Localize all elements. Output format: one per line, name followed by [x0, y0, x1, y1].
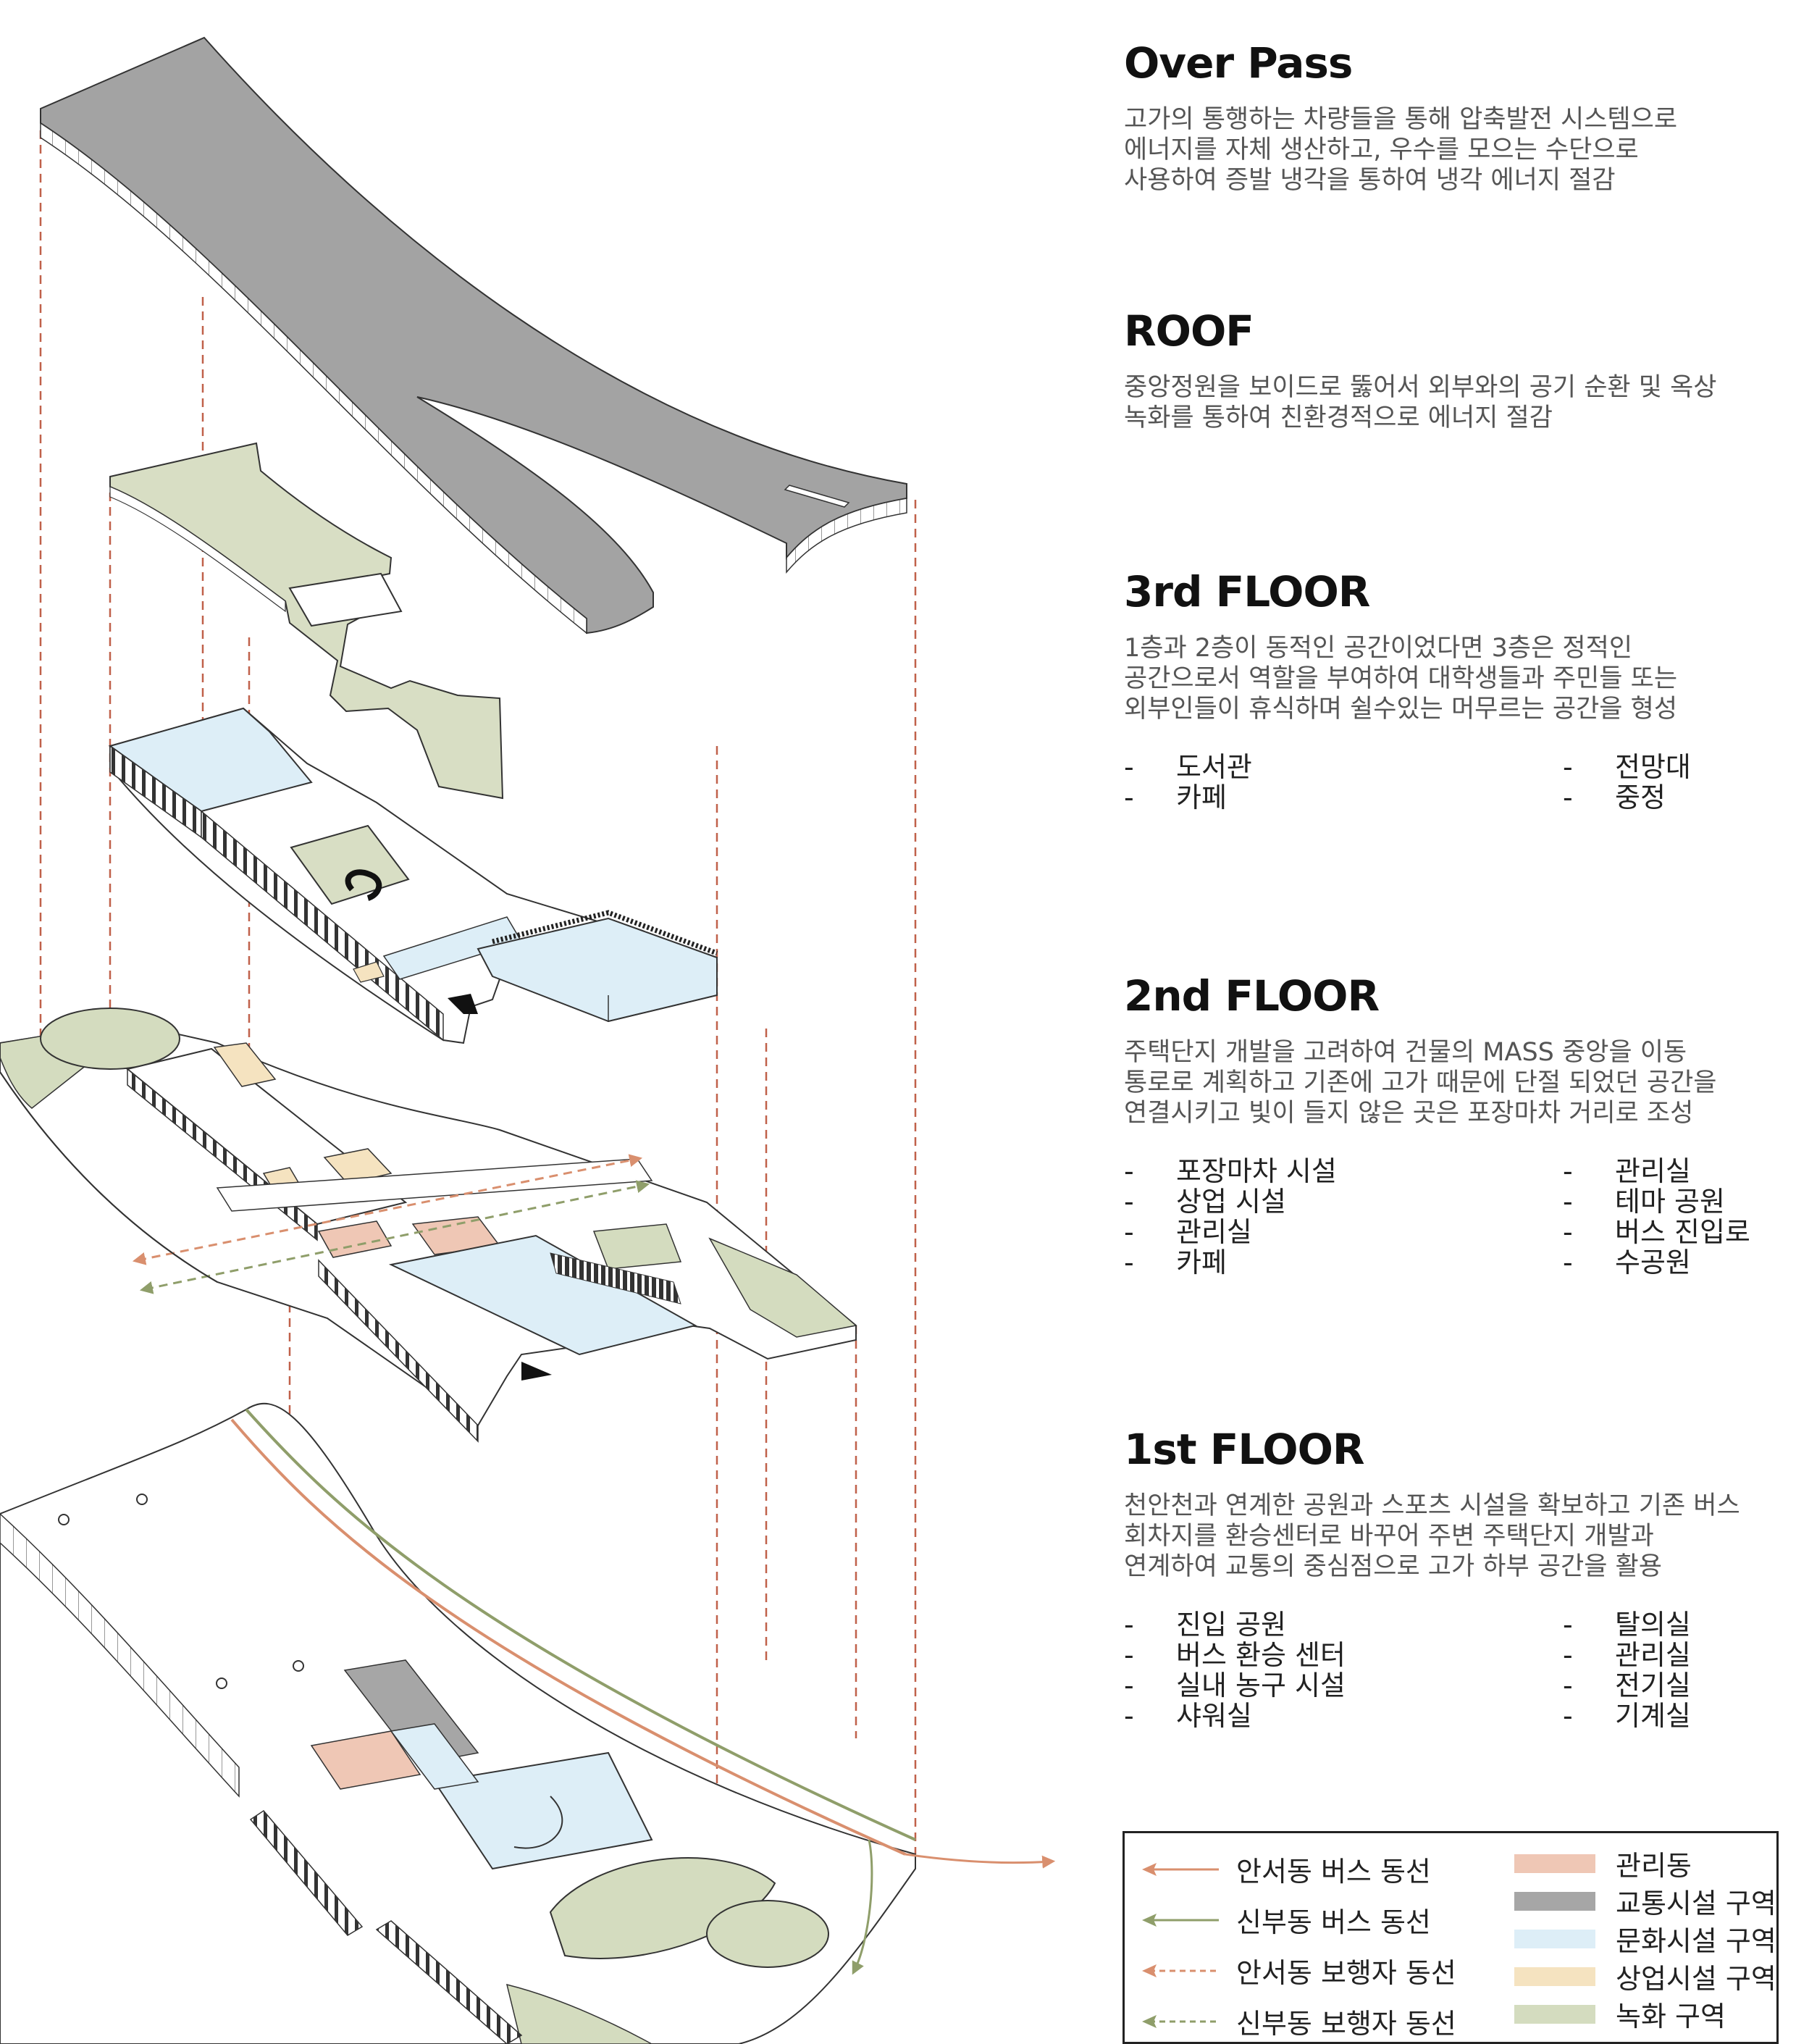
section-description: 천안천과 연계한 공원과 스포츠 시설을 확보하고 기존 버스 회차지를 환승센… — [1124, 1491, 1740, 1581]
legend-item-culture-zone: 문화시설 구역 — [1514, 1919, 1776, 1959]
overpass-layer — [40, 36, 907, 634]
third-floor-layer — [108, 707, 718, 1044]
section-title: 1st FLOOR — [1124, 1425, 1365, 1474]
list-item: -수공원 — [1563, 1247, 1691, 1278]
color-swatch — [1514, 1854, 1595, 1873]
color-swatch — [1514, 1891, 1595, 1911]
dashed-arrow-line-icon — [1142, 1964, 1219, 1977]
section-title: Over Pass — [1124, 38, 1353, 88]
section-title: 3rd FLOOR — [1124, 567, 1370, 616]
section-description: 주택단지 개발을 고려하여 건물의 MASS 중앙을 이동 통로로 계획하고 기… — [1124, 1038, 1717, 1128]
legend-item-commercial-zone: 상업시설 구역 — [1514, 1956, 1776, 1996]
section-description: 고가의 통행하는 차량들을 통해 압축발전 시스템으로 에너지를 자체 생산하고… — [1124, 105, 1678, 195]
section-title: ROOF — [1124, 306, 1254, 356]
solid-arrow-line-icon — [1142, 1862, 1219, 1876]
color-swatch — [1514, 1929, 1595, 1948]
list-item: -관리실 — [1563, 1639, 1691, 1671]
legend-item-sinbu-bus-route: 신부동 버스 동선 — [1141, 1900, 1431, 1940]
list-item: -관리실 — [1124, 1216, 1252, 1248]
solid-arrow-line-icon — [1142, 1913, 1219, 1927]
list-item: -중정 — [1563, 782, 1666, 813]
section-3rd-floor: 3rd FLOOR 1층과 2층이 동적인 공간이었다면 3층은 정적인 공간으… — [1124, 571, 1793, 813]
legend-item-sinbu-pedestrian-route: 신부동 보행자 동선 — [1141, 2001, 1456, 2041]
program-list: -포장마차 시설 -관리실 -상업 시설 -테마 공원 -관리실 -버스 진입로… — [1124, 1156, 1793, 1278]
list-item: -탈의실 — [1563, 1609, 1691, 1641]
legend-item-green-zone: 녹화 구역 — [1514, 1994, 1726, 2034]
color-swatch — [1514, 1966, 1595, 1986]
list-item: -카페 — [1124, 782, 1227, 813]
section-1st-floor: 1st FLOOR 천안천과 연계한 공원과 스포츠 시설을 확보하고 기존 버… — [1124, 1428, 1793, 1731]
legend-item-transport-zone: 교통시설 구역 — [1514, 1881, 1776, 1921]
list-item: -전기실 — [1563, 1670, 1691, 1701]
list-item: -진입 공원 — [1124, 1609, 1286, 1641]
roof-layer — [109, 442, 504, 800]
first-floor-layer — [0, 1402, 1056, 2044]
list-item: -상업 시설 — [1124, 1186, 1286, 1218]
list-item: -기계실 — [1563, 1700, 1691, 1732]
dashed-arrow-line-icon — [1142, 2014, 1219, 2028]
section-description: 중앙정원을 보이드로 뚫어서 외부와의 공기 순환 및 옥상 녹화를 통하여 친… — [1124, 373, 1717, 432]
section-over-pass: Over Pass 고가의 통행하는 차량들을 통해 압축발전 시스템으로 에너… — [1124, 42, 1793, 196]
legend: 안서동 버스 동선 신부동 버스 동선 안서동 보행자 동선 신부동 보행자 동… — [1122, 1831, 1779, 2044]
list-item: -버스 환승 센터 — [1124, 1639, 1346, 1671]
second-floor-layer — [0, 1008, 857, 1443]
section-title: 2nd FLOOR — [1124, 971, 1380, 1021]
list-item: -도서관 — [1124, 751, 1252, 783]
section-roof: ROOF 중앙정원을 보이드로 뚫어서 외부와의 공기 순환 및 옥상 녹화를 … — [1124, 310, 1793, 433]
program-list: -도서관 -전망대 -카페 -중정 — [1124, 752, 1793, 813]
legend-item-anseo-bus-route: 안서동 버스 동선 — [1141, 1849, 1431, 1889]
list-item: -샤워실 — [1124, 1700, 1252, 1732]
section-2nd-floor: 2nd FLOOR 주택단지 개발을 고려하여 건물의 MASS 중앙을 이동 … — [1124, 975, 1793, 1278]
list-item: -포장마차 시설 — [1124, 1155, 1337, 1187]
list-item: -버스 진입로 — [1563, 1216, 1750, 1248]
list-item: -실내 농구 시설 — [1124, 1670, 1346, 1701]
legend-item-admin-zone: 관리동 — [1514, 1843, 1692, 1883]
exploded-axonometric-diagram — [0, 36, 1056, 2044]
list-item: -관리실 — [1563, 1155, 1691, 1187]
section-description: 1층과 2층이 동적인 공간이었다면 3층은 정적인 공간으로서 역할을 부여하… — [1124, 634, 1678, 724]
legend-item-anseo-pedestrian-route: 안서동 보행자 동선 — [1141, 1951, 1456, 1990]
list-item: -테마 공원 — [1563, 1186, 1725, 1218]
list-item: -전망대 — [1563, 751, 1691, 783]
program-list: -진입 공원 -탈의실 -버스 환승 센터 -관리실 -실내 농구 시설 -전기… — [1124, 1609, 1793, 1731]
list-item: -카페 — [1124, 1247, 1227, 1278]
color-swatch — [1514, 2004, 1595, 2024]
